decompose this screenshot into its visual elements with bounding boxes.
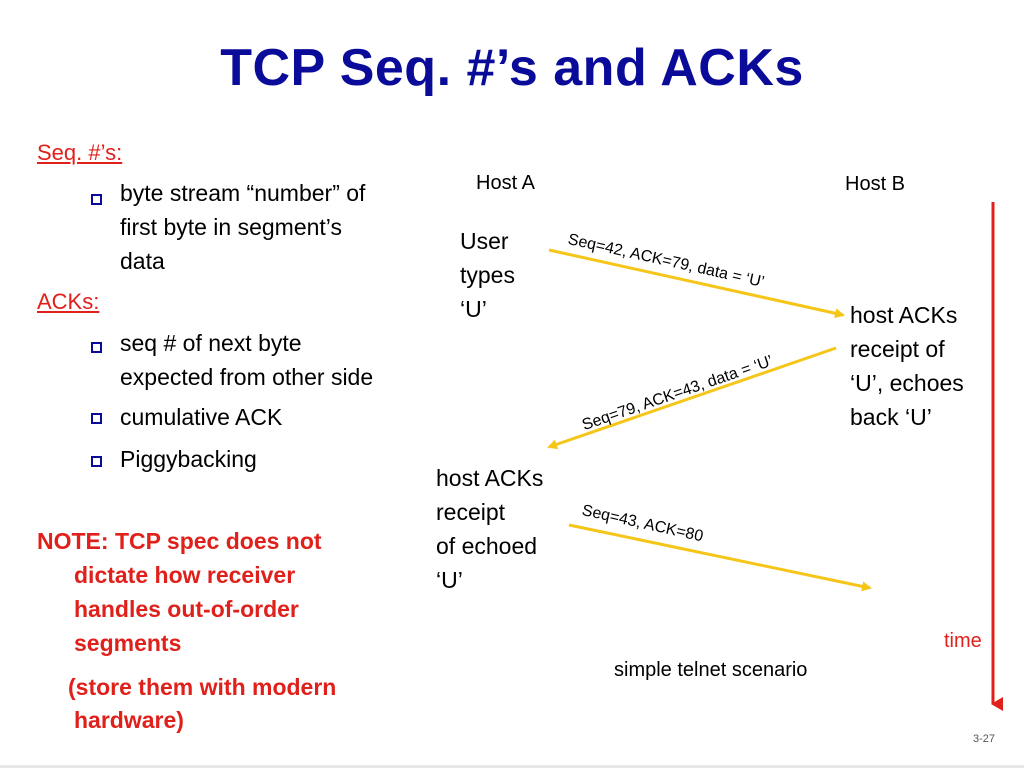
host-a-ack-line-2: receipt xyxy=(436,499,506,525)
message-arrow-1 xyxy=(548,248,845,319)
user-types-line-3: ‘U’ xyxy=(460,296,487,322)
host-b-ack-line-3: ‘U’, echoes xyxy=(850,370,964,396)
host-a-label: Host A xyxy=(476,172,535,194)
ack-heading: ACKs: xyxy=(37,289,100,314)
time-label: time xyxy=(944,630,982,652)
diagram-caption: simple telnet scenario xyxy=(614,659,808,681)
host-b-ack-line-4: back ‘U’ xyxy=(850,404,932,430)
slide-title: TCP Seq. #’s and ACKs xyxy=(220,39,804,97)
host-b-ack-line-1: host ACKs xyxy=(850,302,958,328)
page-number: 3-27 xyxy=(973,733,996,745)
seq-bullet-1-line-3: data xyxy=(120,248,165,274)
seq-bullet-1-line-1: byte stream “number” of xyxy=(120,180,366,206)
host-a-ack-line-3: of echoed xyxy=(436,533,538,559)
seq-bullet-1-line-2: first byte in segment’s xyxy=(120,214,343,240)
ack-bullet-1-line-2: expected from other side xyxy=(120,364,374,390)
note-line-4: segments xyxy=(74,630,182,656)
footer-divider xyxy=(0,765,1024,768)
bullet-square-icon xyxy=(91,194,102,205)
host-b-label: Host B xyxy=(845,173,906,195)
ack-bullet-1-line-1: seq # of next byte xyxy=(120,330,302,356)
bullet-square-icon xyxy=(91,413,102,424)
note-line-3: handles out-of-order xyxy=(74,596,299,622)
seq-heading: Seq. #’s: xyxy=(37,140,123,165)
note-line-2: dictate how receiver xyxy=(74,562,296,588)
host-a-ack-line-1: host ACKs xyxy=(436,465,544,491)
ack-bullet-2: cumulative ACK xyxy=(120,404,283,430)
bullet-square-icon xyxy=(91,456,102,467)
bullet-square-icon xyxy=(91,342,102,353)
host-a-ack-line-4: ‘U’ xyxy=(436,567,463,593)
message-arrow-2 xyxy=(547,346,837,450)
message-arrow-3 xyxy=(568,523,872,592)
note2-line-1: (store them with modern xyxy=(68,674,337,700)
note2-line-2: hardware) xyxy=(74,707,184,733)
note-line-1: NOTE: TCP spec does not xyxy=(37,528,322,554)
user-types-line-2: types xyxy=(460,262,515,288)
host-b-ack-line-2: receipt of xyxy=(850,336,945,362)
user-types-line-1: User xyxy=(460,228,509,254)
ack-bullet-3: Piggybacking xyxy=(120,446,257,472)
